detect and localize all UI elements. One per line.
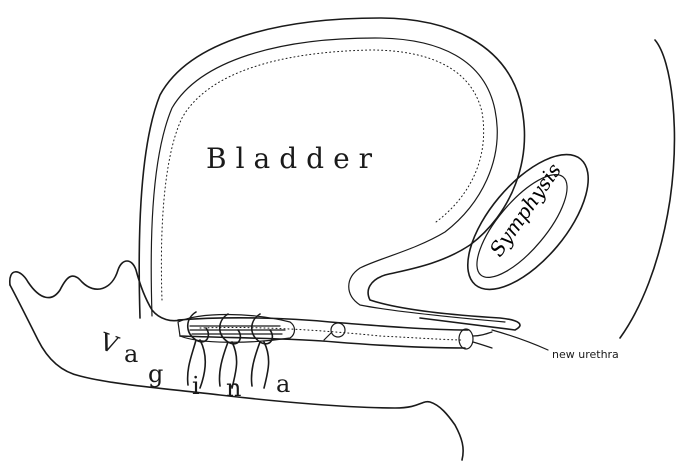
label-vagina-letter-3: g — [148, 360, 163, 388]
label-bladder: Bladder — [206, 142, 381, 175]
bladder-inner-wall — [151, 38, 505, 322]
label-new-urethra: new urethra — [552, 348, 619, 361]
label-symphysis: Symphysis — [484, 159, 566, 261]
vaginal-wall-upper — [10, 261, 180, 321]
label-vagina-letter-4: i — [192, 372, 200, 400]
knot-loop — [324, 323, 345, 340]
vaginal-wall-lower — [10, 285, 463, 460]
new-urethra-pointer — [492, 330, 548, 350]
label-vagina-letter-5: n — [226, 374, 241, 402]
anterior-wall-line — [620, 40, 674, 338]
label-vagina-letter-2: a — [124, 340, 138, 368]
label-vagina-letter-6: a — [276, 370, 290, 398]
label-vagina-letter-1: V — [95, 327, 122, 360]
